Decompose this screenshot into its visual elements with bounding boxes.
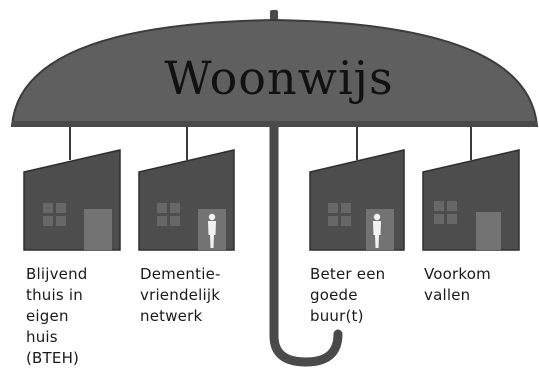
label-vallen: Voorkom vallen [424, 265, 491, 304]
door-icon [476, 212, 501, 250]
diagram-title: Woonwijs [164, 51, 393, 105]
house-vallen [422, 149, 520, 251]
house-dementie [138, 149, 235, 251]
window-icon [434, 201, 457, 224]
umbrella-canopy [10, 18, 539, 127]
window-icon [157, 203, 180, 226]
house-bteh [23, 149, 121, 251]
person-icon [208, 213, 216, 248]
label-bteh: Blijvend thuis in eigen huis (BTEH) [26, 265, 88, 367]
house-buurt [309, 149, 405, 251]
window-icon [328, 203, 351, 226]
person-icon [373, 213, 381, 248]
umbrella-handle [269, 121, 343, 367]
door-icon [84, 209, 112, 250]
label-dementie: Dementie- vriendelijk netwerk [140, 265, 221, 325]
window-icon [43, 203, 66, 226]
umbrella-tip [270, 10, 278, 22]
label-buurt: Beter een goede buur(t) [310, 265, 386, 325]
